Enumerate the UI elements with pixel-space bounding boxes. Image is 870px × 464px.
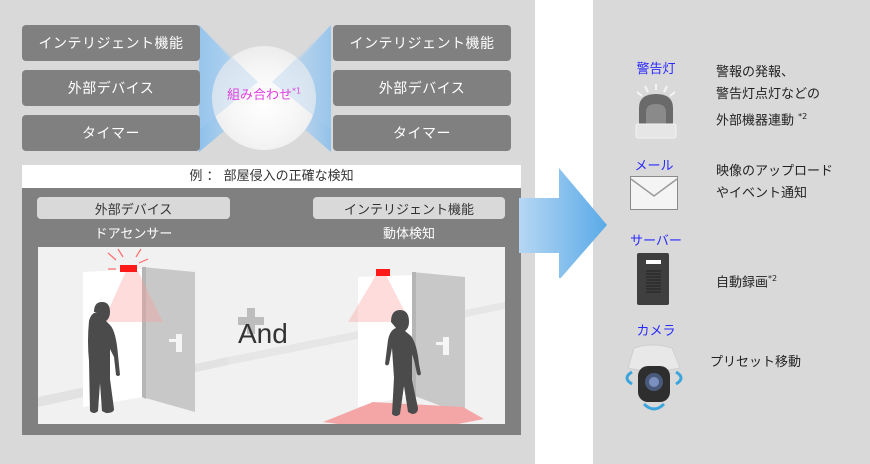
output-desc-mail: 映像のアップロード やイベント通知 — [716, 164, 834, 201]
example-box: 例 ： 部屋侵入の正確な検知 外部デバイス インテリジェント機能 ドアセンサー … — [22, 165, 521, 435]
door-sensor-scene — [83, 248, 195, 413]
and-operator: And — [238, 318, 288, 349]
combine-circle — [212, 46, 316, 150]
mail-icon — [630, 176, 678, 210]
left-intelligent-function: インテリジェント機能 — [22, 25, 200, 61]
right-external-device: 外部デバイス — [333, 70, 511, 106]
motion-detection-caption: 動体検知 — [382, 227, 435, 242]
combine-label: 組み合わせ*1 — [226, 86, 302, 103]
output-desc-server: 自動録画*2 — [716, 274, 778, 291]
output-label-server: サーバー — [630, 234, 682, 249]
scene-illustration — [38, 247, 505, 424]
output-label-camera: カメラ — [636, 324, 676, 339]
output-label-mail: メール — [634, 159, 674, 174]
motion-sensor-icon — [376, 269, 390, 276]
right-intelligent-function: インテリジェント機能 — [333, 25, 511, 61]
warning-light-icon — [635, 84, 677, 139]
left-external-device: 外部デバイス — [22, 70, 200, 106]
output-desc-camera: プリセット移動 — [710, 355, 802, 370]
example-title: 例 ： 部屋侵入の正確な検知 — [22, 165, 521, 188]
right-timer: タイマー — [333, 115, 511, 151]
output-label-warning-light: 警告灯 — [636, 62, 676, 77]
example-right-category: インテリジェント機能 — [313, 197, 505, 219]
motion-detection-scene — [323, 269, 484, 424]
server-icon — [637, 253, 669, 305]
combine-funnel-overlay — [199, 25, 331, 130]
door-sensor-icon — [120, 265, 137, 272]
flow-arrow-icon — [519, 168, 609, 280]
camera-icon — [625, 344, 683, 411]
door-sensor-caption: ドアセンサー — [94, 227, 173, 242]
example-left-category: 外部デバイス — [37, 197, 230, 219]
left-timer: タイマー — [22, 115, 200, 151]
output-desc-warning-light: 警報の発報、 警告灯点灯などの 外部機器連動 *2 — [716, 65, 821, 129]
plus-icon — [238, 308, 264, 334]
